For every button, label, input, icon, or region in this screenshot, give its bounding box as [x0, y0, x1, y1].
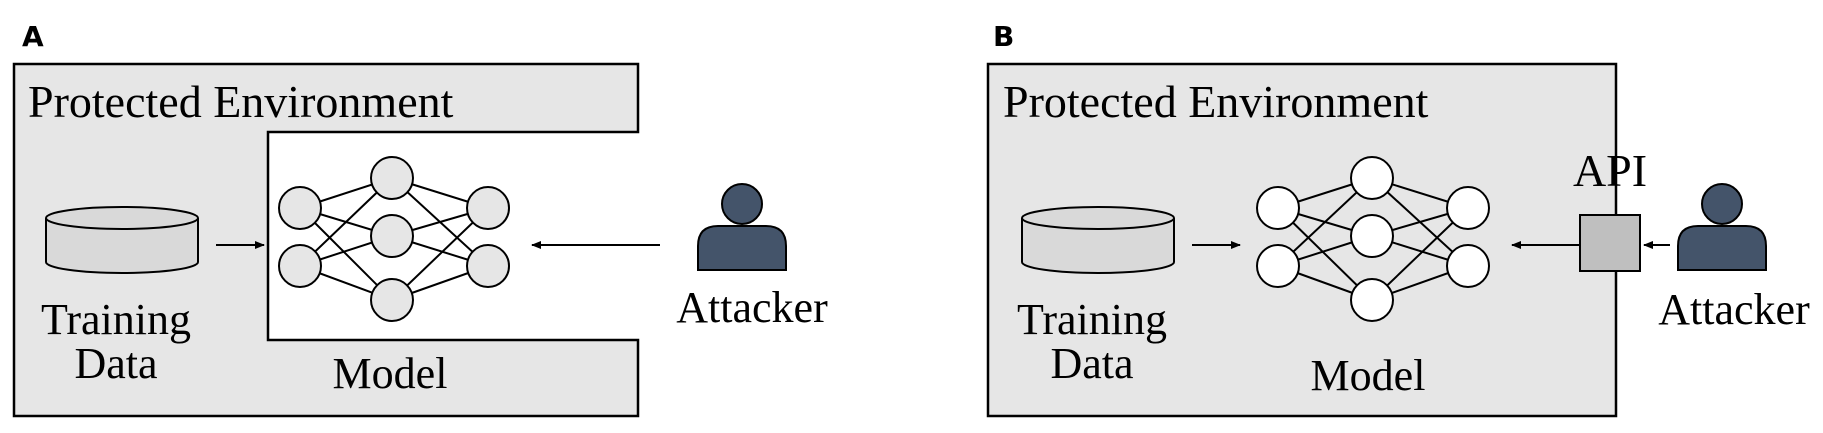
panel-b-neural-network — [1256, 156, 1490, 322]
panel-a-hidden-node — [370, 214, 414, 258]
panel-a-training-label-line2: Data — [74, 339, 157, 388]
panel-b-hidden-node — [1350, 156, 1394, 200]
panel-b-environment-title: Protected Environment — [1003, 76, 1429, 127]
panel-b-letter: B — [993, 20, 1014, 53]
panel-b-input-node — [1256, 244, 1300, 288]
panel-b-attacker-label: Attacker — [1658, 285, 1810, 334]
panel-a-input-node — [278, 186, 322, 230]
panel-a-input-node — [278, 244, 322, 288]
panel-a-attacker-label: Attacker — [676, 283, 828, 332]
panel-a-attacker-icon — [697, 183, 787, 271]
panel-b-attacker-icon — [1677, 183, 1767, 271]
panel-b-training-label-line1: Training — [1017, 295, 1167, 344]
panel-a-training-data-icon — [45, 206, 199, 274]
panel-a-training-label-line1: Training — [41, 295, 191, 344]
panel-a-model-label: Model — [333, 349, 448, 398]
panel-b-hidden-node — [1350, 278, 1394, 322]
panel-a-environment-title: Protected Environment — [28, 76, 454, 127]
panel-a-output-node — [466, 186, 510, 230]
panel-b-training-label-line2: Data — [1050, 339, 1133, 388]
panel-a-neural-network — [278, 156, 510, 322]
panel-a-output-node — [466, 244, 510, 288]
panel-b: B Protected Environment Training Data — [986, 20, 1810, 418]
panel-b-api-box — [1579, 214, 1641, 272]
panel-b-training-data-icon — [1021, 206, 1175, 274]
panel-b-output-node — [1446, 244, 1490, 288]
panel-a: A Protected Environment Training Data — [12, 20, 828, 418]
panel-a-letter: A — [22, 20, 44, 53]
panel-a-hidden-node — [370, 278, 414, 322]
panel-b-output-node — [1446, 186, 1490, 230]
panel-b-hidden-node — [1350, 214, 1394, 258]
panel-a-hidden-node — [370, 156, 414, 200]
panel-b-api-label: API — [1573, 145, 1647, 196]
panel-b-input-node — [1256, 186, 1300, 230]
panel-b-model-label: Model — [1311, 351, 1426, 400]
panel-a-protected-environment — [12, 62, 640, 418]
